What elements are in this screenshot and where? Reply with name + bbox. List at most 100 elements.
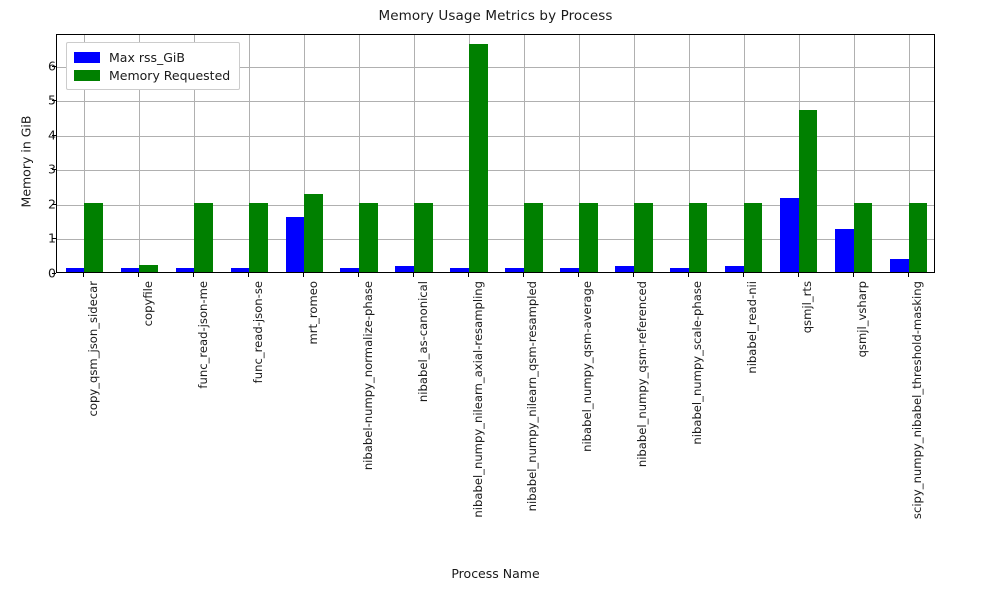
bar-max-rss (65, 267, 85, 272)
x-axis-tick-label: nibabel_read-nii (745, 281, 760, 374)
x-axis-tick-label: qsmjl_vsharp (855, 281, 870, 358)
bar-max-rss (340, 267, 360, 272)
bar-max-rss (779, 197, 799, 272)
x-axis-tick-mark (742, 273, 744, 277)
gridline-vertical (194, 35, 196, 272)
bar-memory-requested (84, 202, 104, 272)
gridline-horizontal (57, 204, 934, 206)
legend-entry[interactable]: Max rss_GiB (74, 48, 230, 66)
gridline-vertical (633, 35, 635, 272)
x-axis-tick-mark (248, 273, 250, 277)
y-axis-tick-mark (52, 134, 56, 136)
x-axis-tick-label: nibabel-numpy_normalize-phase (360, 281, 375, 471)
gridline-horizontal (57, 66, 934, 68)
x-axis-tick-label: nibabel_numpy_nilearn_axial-resampling (470, 281, 485, 518)
x-axis-tick-mark (83, 273, 85, 277)
x-axis-label: Process Name (451, 566, 540, 581)
gridline-vertical (688, 35, 690, 272)
y-axis-tick-mark (52, 65, 56, 67)
gridline-vertical (578, 35, 580, 272)
x-axis-tick-mark (797, 273, 799, 277)
legend-label: Max rss_GiB (109, 49, 185, 65)
gridline-vertical (139, 35, 141, 272)
y-axis-tick-mark (52, 100, 56, 102)
x-axis-tick-label: mrt_romeo (305, 281, 320, 345)
x-axis-tick-label: nibabel_numpy_nilearn_qsm-resampled (525, 281, 540, 512)
bar-max-rss (889, 259, 909, 272)
gridline-vertical (304, 35, 306, 272)
bar-max-rss (670, 267, 689, 272)
bar-memory-requested (469, 44, 488, 272)
x-axis-tick-mark (907, 273, 909, 277)
x-axis-tick-mark (358, 273, 360, 277)
gridline-vertical (84, 35, 86, 272)
bar-memory-requested (688, 202, 708, 272)
x-axis-tick-label: nibabel_numpy_scale-phase (690, 281, 705, 445)
gridline-vertical (853, 35, 855, 272)
bar-max-rss (834, 228, 854, 272)
gridline-vertical (743, 35, 745, 272)
x-axis-tick-label: copyfile (140, 281, 155, 327)
bar-max-rss (450, 267, 470, 272)
y-axis-tick-mark (52, 169, 56, 171)
bar-memory-requested (414, 202, 433, 272)
x-axis-tick-mark (852, 273, 854, 277)
bar-memory-requested (304, 193, 323, 272)
gridline-horizontal (57, 101, 934, 103)
gridline-vertical (908, 35, 910, 272)
legend-entry[interactable]: Memory Requested (74, 66, 230, 84)
x-axis-tick-mark (193, 273, 195, 277)
legend-swatch-memory-requested (74, 69, 100, 81)
x-axis-tick-mark (687, 273, 689, 277)
x-axis-tick-mark (303, 273, 305, 277)
gridline-vertical (359, 35, 361, 272)
bar-memory-requested (798, 109, 818, 272)
x-axis-tick-label: func_read-json-me (195, 281, 210, 389)
x-axis-tick-mark (138, 273, 140, 277)
bar-memory-requested (633, 202, 653, 272)
x-axis-tick-label: nibabel_numpy_qsm-referenced (635, 281, 650, 468)
bar-max-rss (285, 216, 305, 272)
bar-max-rss (120, 267, 140, 272)
gridline-horizontal (57, 239, 934, 241)
y-axis-label: Memory in GiB (18, 115, 34, 208)
bars-layer (57, 35, 934, 272)
bar-memory-requested (249, 202, 268, 272)
gridline-vertical (523, 35, 525, 272)
x-axis-tick-label: func_read-json-se (250, 281, 265, 384)
bar-memory-requested (194, 202, 214, 272)
x-axis-tick-label: nibabel_as-canonical (415, 281, 430, 403)
bar-memory-requested (359, 202, 378, 272)
x-axis-tick-label: copy_qsm_json_sidecar (85, 281, 100, 417)
bar-max-rss (175, 267, 195, 272)
x-axis-tick-mark (577, 273, 579, 277)
bar-max-rss (560, 267, 579, 272)
bar-max-rss (505, 267, 524, 272)
bar-max-rss (230, 267, 250, 272)
legend-swatch-max-rss (74, 51, 100, 63)
gridline-horizontal (57, 135, 934, 137)
x-axis-tick-label: scipy_numpy_nibabel_threshold-masking (910, 281, 925, 520)
y-axis-tick-mark (52, 273, 56, 274)
x-axis-tick-mark (468, 273, 470, 277)
bar-memory-requested (853, 202, 873, 272)
y-axis-tick-mark (52, 203, 56, 205)
bar-max-rss (395, 266, 415, 272)
gridline-vertical (249, 35, 251, 272)
legend-label: Memory Requested (109, 67, 231, 83)
bar-max-rss (615, 266, 634, 272)
bar-memory-requested (523, 202, 543, 272)
x-axis-tick-label: qsmjl_rts (800, 281, 815, 334)
x-axis-tick-mark (632, 273, 634, 277)
chart-legend: Max rss_GiB Memory Requested (66, 42, 241, 90)
grid-layer (57, 35, 934, 272)
x-axis-tick-mark (413, 273, 415, 277)
bar-memory-requested (139, 265, 159, 272)
y-axis-tick-mark (52, 238, 56, 240)
x-axis-tick-mark (522, 273, 524, 277)
bar-memory-requested (578, 202, 598, 272)
gridline-horizontal (57, 170, 934, 172)
x-axis-tick-label: nibabel_numpy_qsm-average (580, 281, 595, 452)
chart-title: Memory Usage Metrics by Process (378, 8, 613, 24)
